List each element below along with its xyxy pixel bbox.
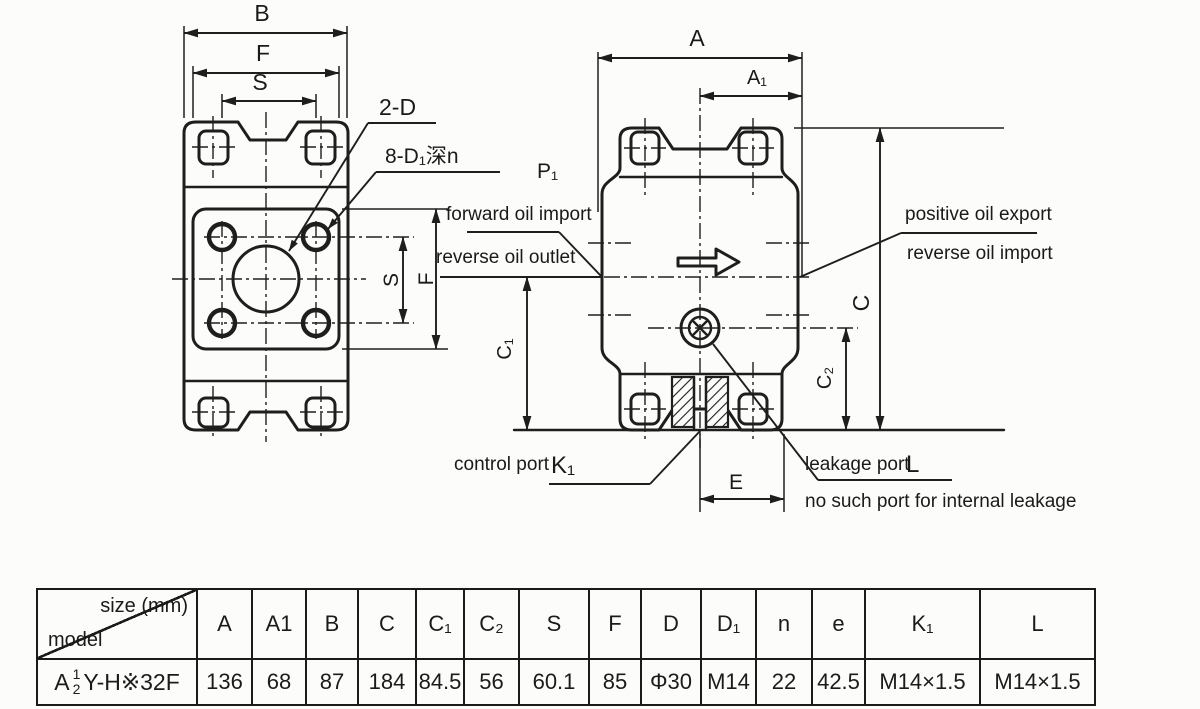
value-cell-c2: 56 (463, 658, 520, 706)
value-cell-k1: M14×1.5 (864, 658, 981, 706)
header-cell-d: D (640, 588, 702, 660)
header-cell-a: A (196, 588, 253, 660)
value-cell-a1: 68 (251, 658, 307, 706)
dim-label-A1: A₁ (747, 67, 767, 89)
model-prefix: A (54, 668, 70, 695)
dim-label-C1: C₁ (494, 338, 516, 359)
size-table: size (mm) model A A1 B C C₁ C₂ S F D D₁ … (36, 588, 1096, 706)
dim-label-S: S (252, 69, 267, 95)
hatched-section (704, 375, 730, 429)
value-cell-a: 136 (196, 658, 253, 706)
dim-label-F: F (256, 40, 270, 66)
header-cell-e: e (811, 588, 866, 660)
model-variant-stack: 1 2 (73, 667, 81, 696)
port-label-P1: P₁ (537, 160, 558, 183)
label-leakage-port: leakage port (805, 454, 910, 475)
header-cell-n: n (755, 588, 813, 660)
label-control-port: control port (454, 454, 550, 475)
value-cell-e: 42.5 (811, 658, 866, 706)
dim-label-A: A (689, 25, 705, 51)
label-reverse-oil-outlet: reverse oil outlet (436, 247, 576, 268)
callout-8-D1-depth-n: 8-D₁深n (385, 145, 459, 168)
dim-label-C2: C₂ (814, 367, 836, 389)
label-reverse-oil-import: reverse oil import (907, 243, 1053, 264)
dim-label-F-vertical: F (415, 273, 438, 286)
header-cell-l: L (979, 588, 1096, 660)
value-cell-d: Φ30 (640, 658, 702, 706)
corner-model-label: model (48, 629, 103, 651)
flow-direction-arrow-icon (676, 247, 741, 277)
model-suffix: Y-H※32F (83, 668, 180, 695)
hatched-section (670, 375, 696, 429)
callout-2-D: 2-D (379, 94, 416, 120)
label-control-port-K1: K₁ (551, 452, 575, 479)
header-cell-c1: C₁ (415, 588, 465, 660)
value-cell-l: M14×1.5 (979, 658, 1096, 706)
side-view: A A₁ C C₂ C₁ E P₁ forward oil import rev… (436, 25, 1076, 512)
value-cell-n: 22 (755, 658, 813, 706)
corner-size-label: size (mm) (100, 595, 188, 617)
front-view: B F S S F 2-D 8-D₁深n (172, 0, 500, 442)
header-cell-b: B (305, 588, 359, 660)
dim-label-C: C (848, 295, 874, 312)
dim-label-B: B (254, 0, 269, 26)
dim-label-S-vertical: S (380, 273, 403, 287)
model-variant-bottom: 2 (72, 681, 81, 697)
value-cell-b: 87 (305, 658, 359, 706)
value-cell-s: 60.1 (518, 658, 590, 706)
table-corner-cell: size (mm) model (36, 588, 198, 660)
label-forward-oil-import: forward oil import (446, 204, 592, 225)
label-no-such-port: no such port for internal leakage (805, 491, 1076, 512)
value-cell-c1: 84.5 (415, 658, 465, 706)
value-cell-d1: M14 (700, 658, 757, 706)
header-cell-c: C (357, 588, 417, 660)
header-cell-s: S (518, 588, 590, 660)
round-port-plug (687, 315, 713, 341)
header-cell-k1: K₁ (864, 588, 981, 660)
round-port (679, 307, 721, 349)
label-leakage-port-L: L (906, 451, 919, 478)
header-cell-f: F (588, 588, 642, 660)
value-cell-c: 184 (357, 658, 417, 706)
header-cell-d1: D₁ (700, 588, 757, 660)
header-cell-c2: C₂ (463, 588, 520, 660)
header-cell-a1: A1 (251, 588, 307, 660)
dim-label-E: E (729, 471, 743, 494)
dimension-drawing: B F S S F 2-D 8-D₁深n (172, 0, 1076, 512)
model-cell: A 1 2 Y-H※32F (36, 658, 198, 706)
value-cell-f: 85 (588, 658, 642, 706)
model-variant-top: 1 (72, 666, 81, 683)
label-positive-oil-export: positive oil export (905, 204, 1053, 225)
